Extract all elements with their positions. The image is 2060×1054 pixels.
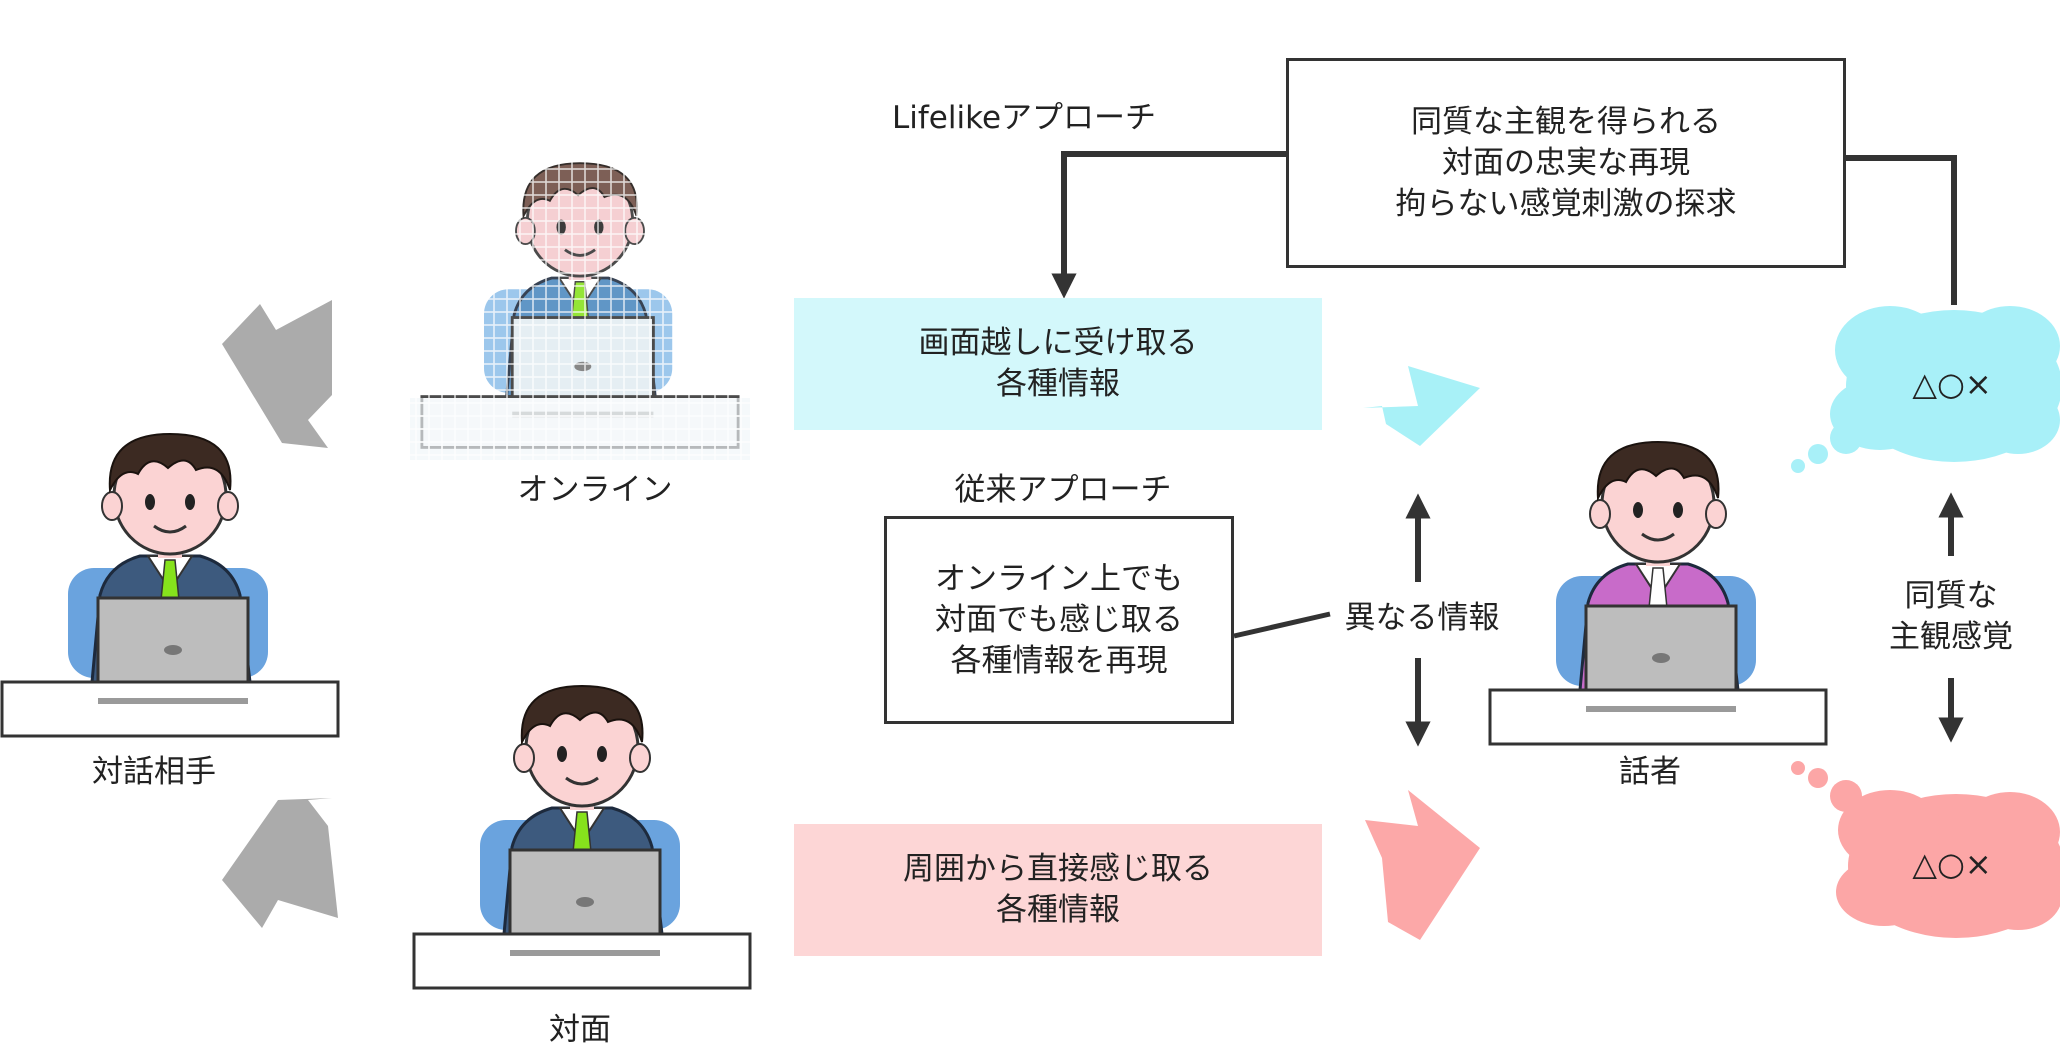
arrow-to-facetoface [222, 798, 338, 928]
online-pixel-figure [410, 150, 750, 460]
conventional-line-3: 各種情報を再現 [950, 642, 1168, 679]
lifelike-box: 同質な主観を得られる 対面の忠実な再現 拘らない感覚刺激の探求 [1286, 58, 1846, 268]
same-quality-line-2: 主観感覚 [1889, 619, 2013, 655]
facetoface-figure [412, 684, 752, 990]
different-info-label: 異なる情報 [1340, 598, 1504, 639]
conventional-line-1: オンライン上でも [935, 560, 1183, 597]
lifelike-line-2: 対面の忠実な再現 [1442, 144, 1690, 181]
online-bubble-symbols: △○× [1912, 365, 1992, 403]
speaker-figure [1488, 440, 1828, 746]
lifelike-connector-right [1846, 155, 1957, 305]
lifelike-line-1: 同質な主観を得られる [1411, 103, 1721, 140]
online-label: オンライン [517, 472, 673, 508]
screen-info-line-1: 画面越しに受け取る [918, 325, 1198, 361]
lifelike-approach-label: Lifelikeアプローチ [892, 100, 1157, 136]
same-quality-label: 同質な 主観感覚 [1876, 572, 2026, 662]
facetoface-info-arrow [1365, 790, 1480, 940]
direct-info-line-1: 周囲から直接感じ取る [903, 851, 1213, 887]
online-info-arrow [1363, 366, 1480, 446]
facetoface-label: 対面 [549, 1012, 611, 1048]
lifelike-line-3: 拘らない感覚刺激の探求 [1395, 185, 1737, 222]
partner-label: 対話相手 [92, 754, 216, 790]
conventional-line-2: 対面でも感じ取る [935, 601, 1183, 638]
conventional-approach-label: 従来アプローチ [954, 472, 1172, 508]
direct-info-line-2: 各種情報 [996, 892, 1120, 928]
direct-info-box: 周囲から直接感じ取る 各種情報 [794, 824, 1322, 956]
same-quality-line-1: 同質な [1904, 578, 1998, 614]
online-thought-bubble [1791, 306, 2060, 473]
screen-info-line-2: 各種情報 [996, 366, 1120, 402]
facetoface-thought-bubble [1791, 761, 2060, 938]
lifelike-connector-left [1051, 151, 1286, 299]
speaker-label: 話者 [1619, 754, 1681, 790]
conventional-connector [1233, 611, 1331, 639]
arrow-to-online [222, 300, 332, 448]
screen-info-box: 画面越しに受け取る 各種情報 [794, 298, 1322, 430]
conventional-box: オンライン上でも 対面でも感じ取る 各種情報を再現 [884, 516, 1234, 724]
partner-figure [0, 432, 340, 738]
facetoface-bubble-symbols: △○× [1912, 845, 1992, 883]
